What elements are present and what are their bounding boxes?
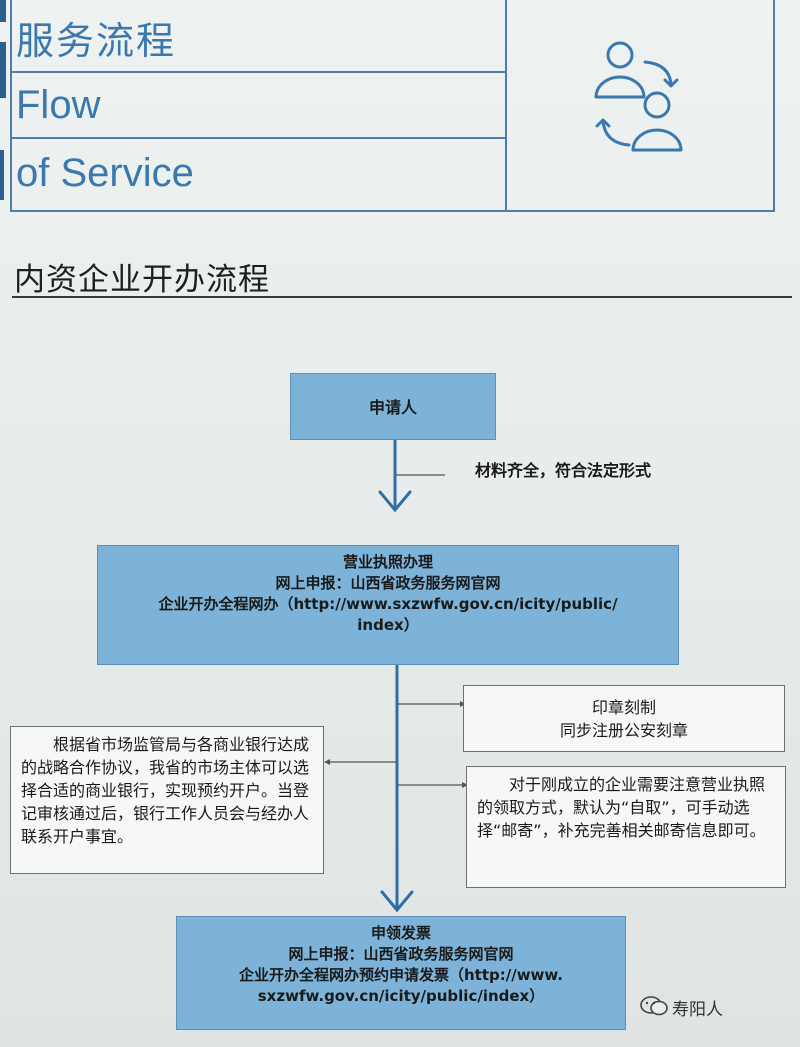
- header-title-block: 服务流程 Flow of Service: [12, 0, 507, 210]
- invoice-title: 申领发票: [370, 924, 431, 942]
- license-line4: index）: [357, 616, 419, 634]
- header-title-en-line2: of Service: [16, 151, 194, 195]
- bank-connector-tip: [324, 759, 330, 765]
- edge-mark: [0, 150, 4, 200]
- seal-line2: 同步注册公安刻章: [559, 721, 688, 740]
- header-title-cn: 服务流程: [16, 19, 177, 63]
- people-exchange-icon: [594, 41, 683, 152]
- header-row-en2: of Service: [12, 139, 505, 210]
- license-title: 营业执照办理: [342, 553, 433, 571]
- seal-engraving-box: 印章刻制 同步注册公安刻章: [463, 685, 785, 752]
- wechat-icon: [640, 996, 668, 1016]
- license-note-connector-tip: [462, 782, 468, 788]
- license-pickup-note-box: 对于刚成立的企业需要注意营业执照的领取方式，默认为“自取”，可手动选择“邮寄”，…: [466, 766, 786, 888]
- invoice-line2: 网上申报：山西省政务服务网官网: [288, 945, 514, 963]
- edge-mark: [0, 42, 6, 98]
- applicant-box: 申请人: [290, 373, 496, 440]
- header-frame: 服务流程 Flow of Service: [10, 0, 775, 212]
- header-title-en-line1: Flow: [16, 83, 101, 127]
- license-line2: 网上申报：山西省政务服务网官网: [275, 574, 501, 592]
- arrowhead-1: [378, 490, 412, 513]
- applicant-label: 申请人: [368, 398, 417, 417]
- invoice-line4: sxzwfw.gov.cn/icity/public/index）: [257, 987, 545, 1005]
- invoice-application-box: 申领发票 网上申报：山西省政务服务网官网 企业开办全程网办预约申请发票（http…: [176, 916, 626, 1030]
- license-line3: 企业开办全程网办（http://www.sxzwfw.gov.cn/icity/…: [158, 595, 618, 613]
- bank-account-box: 根据省市场监管局与各商业银行达成的战略合作协议，我省的市场主体可以选择合适的商业…: [10, 726, 324, 874]
- header-icon-cell: [507, 0, 773, 210]
- header-row-cn: 服务流程: [12, 0, 505, 73]
- watermark-text: 寿阳人: [672, 1000, 723, 1020]
- business-license-box: 营业执照办理 网上申报：山西省政务服务网官网 企业开办全程网办（http://w…: [97, 545, 679, 665]
- arrowhead-2: [380, 890, 414, 913]
- header-row-en1: Flow: [12, 73, 505, 139]
- section-title: 内资企业开办流程: [14, 262, 270, 298]
- section-title-underline: [12, 296, 792, 298]
- edge-mark: [0, 0, 6, 22]
- materials-condition-note: 材料齐全，符合法定形式: [475, 461, 652, 480]
- invoice-line3: 企业开办全程网办预约申请发票（http://www.: [238, 966, 564, 984]
- seal-title: 印章刻制: [591, 698, 656, 717]
